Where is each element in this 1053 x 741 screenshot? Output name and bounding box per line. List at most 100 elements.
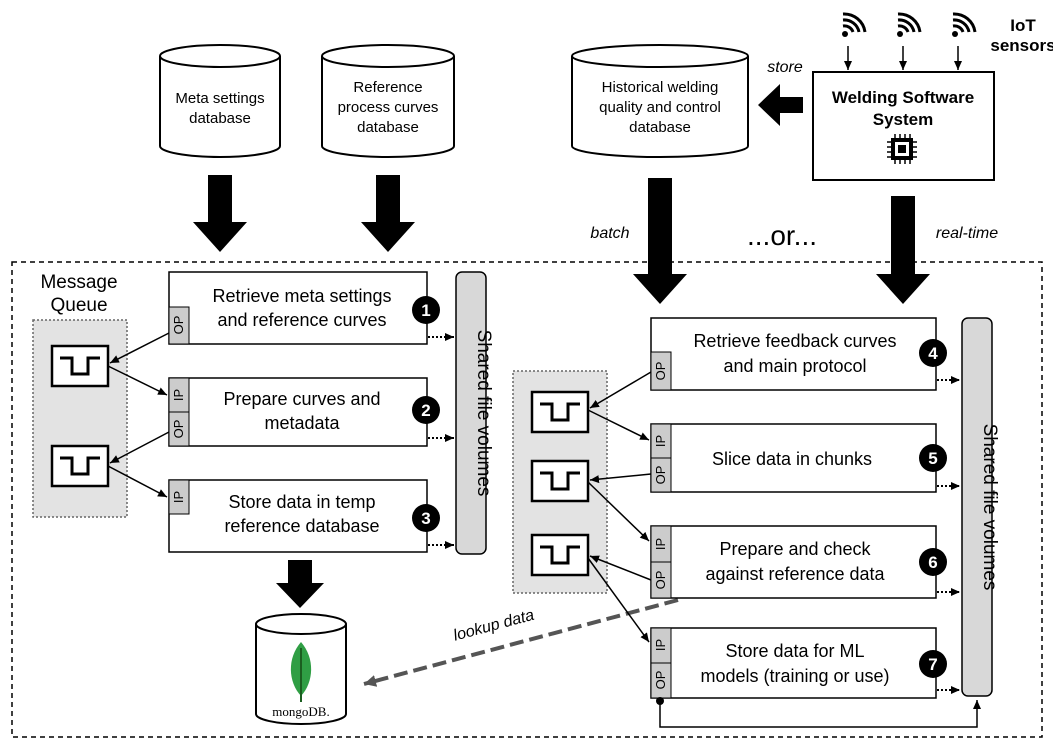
reference-db-label-2: process curves	[338, 99, 439, 116]
historical-db-label-2: quality and control	[599, 99, 721, 116]
realtime-label: real-time	[936, 225, 998, 242]
left-step-2-line-2: metadata	[264, 413, 340, 433]
right-shared-volumes-label: Shared file volumes	[979, 424, 1000, 591]
volume-loop-arrow	[659, 700, 981, 728]
right-step-6-line-2: against reference data	[705, 564, 885, 584]
queue-arrow	[107, 365, 168, 396]
store-label: store	[767, 59, 803, 76]
left-step-2-line-1: Prepare curves and	[223, 389, 380, 409]
input-port-label: IP	[171, 491, 186, 503]
system-title-2: System	[873, 110, 933, 129]
queue-signal-icon	[540, 402, 580, 422]
input-port-label: IP	[171, 389, 186, 401]
step-number-badge	[412, 504, 440, 532]
output-port-label: OP	[653, 362, 668, 381]
queue-arrow	[109, 332, 170, 364]
mongodb-leaf-icon	[290, 642, 312, 702]
queue-arrow	[587, 409, 650, 441]
queue-signal-icon	[540, 471, 580, 491]
input-port-label: IP	[653, 435, 668, 447]
system-boundary	[11, 261, 1043, 738]
input-port-label: IP	[653, 538, 668, 550]
down-arrow	[361, 175, 415, 252]
input-port-label: IP	[653, 639, 668, 651]
left-step-3-line-2: reference database	[224, 516, 379, 536]
meta-settings-database: Meta settings database	[159, 44, 281, 158]
meta-db-label-2: database	[189, 110, 251, 127]
queue-arrow	[109, 431, 170, 464]
mongodb-arrow	[276, 560, 324, 608]
wifi-icon	[842, 12, 867, 37]
right-shared-volumes: Shared file volumes	[961, 317, 1000, 697]
lookup-data-arrow	[363, 598, 679, 687]
queue-item	[50, 444, 110, 488]
right-step-7-number: 7	[928, 655, 937, 674]
left-step-2-number: 2	[421, 401, 430, 420]
queue-arrow	[589, 473, 652, 484]
reference-curves-database: Reference process curves database	[321, 44, 455, 158]
left-shared-volumes-label: Shared file volumes	[473, 330, 494, 497]
down-arrow	[193, 175, 247, 252]
mongodb-database: mongoDB.	[255, 613, 347, 725]
queue-item	[50, 344, 110, 388]
queue-arrow	[587, 557, 650, 643]
meta-db-label-1: Meta settings	[175, 90, 264, 107]
right-step-4-line-1: Retrieve feedback curves	[693, 331, 896, 351]
system-title-1: Welding Software	[832, 88, 974, 107]
message-queue-label-2: Queue	[50, 295, 107, 316]
right-step-4-number: 4	[928, 344, 938, 363]
queue-signal-icon	[60, 356, 100, 376]
queue-signal-icon	[60, 456, 100, 476]
left-step-3-line-1: Store data in temp	[228, 492, 375, 512]
right-step-7-line-2: models (training or use)	[700, 666, 889, 686]
output-port-label: OP	[171, 316, 186, 335]
step-number-badge	[412, 296, 440, 324]
chip-icon	[887, 134, 917, 164]
right-step-6: IP OP Prepare and check against referenc…	[650, 525, 947, 599]
batch-arrow	[633, 178, 687, 304]
output-port-label: OP	[653, 671, 668, 690]
step-number-badge	[919, 444, 947, 472]
sensors-label-2: sensors	[990, 36, 1053, 55]
queue-item	[530, 459, 590, 503]
left-shared-volumes: Shared file volumes	[455, 271, 494, 555]
store-arrow	[758, 84, 803, 126]
right-step-7: IP OP Store data for ML models (training…	[650, 627, 947, 699]
output-port-label: OP	[653, 571, 668, 590]
left-step-1-line-1: Retrieve meta settings	[212, 286, 391, 306]
left-step-3-number: 3	[421, 509, 430, 528]
queue-signal-icon	[540, 545, 580, 565]
right-step-6-number: 6	[928, 553, 937, 572]
right-step-5-number: 5	[928, 449, 937, 468]
right-step-5: IP OP Slice data in chunks 5	[650, 423, 947, 493]
welding-software-system: Welding Software System	[812, 71, 995, 181]
realtime-arrow	[876, 196, 930, 304]
batch-label: batch	[590, 225, 629, 242]
step-number-badge	[919, 650, 947, 678]
step-number-badge	[919, 339, 947, 367]
historical-db-label-1: Historical welding	[602, 79, 719, 96]
lookup-data-label: lookup data	[452, 607, 536, 645]
mongodb-label: mongoDB.	[272, 704, 329, 719]
queue-arrow	[587, 481, 650, 542]
queue-item	[530, 390, 590, 434]
right-step-7-line-1: Store data for ML	[725, 641, 864, 661]
right-step-4-line-2: and main protocol	[723, 356, 866, 376]
left-step-1: OP Retrieve meta settings and reference …	[168, 271, 440, 345]
right-step-5-line-1: Slice data in chunks	[712, 449, 872, 469]
reference-db-label-3: database	[357, 119, 419, 136]
output-port-label: OP	[171, 420, 186, 439]
historical-quality-database: Historical welding quality and control d…	[571, 44, 749, 158]
left-step-3: IP Store data in temp reference database…	[168, 479, 440, 553]
queue-item	[530, 533, 590, 577]
queue-arrow	[107, 465, 168, 498]
historical-db-label-3: database	[629, 119, 691, 136]
left-step-1-number: 1	[421, 301, 430, 320]
right-step-6-line-1: Prepare and check	[719, 539, 871, 559]
message-queue-label-1: Message	[40, 272, 117, 293]
wifi-icon	[952, 12, 977, 37]
wifi-icon	[897, 12, 922, 37]
queue-arrow	[589, 371, 652, 409]
left-step-1-line-2: and reference curves	[217, 310, 386, 330]
